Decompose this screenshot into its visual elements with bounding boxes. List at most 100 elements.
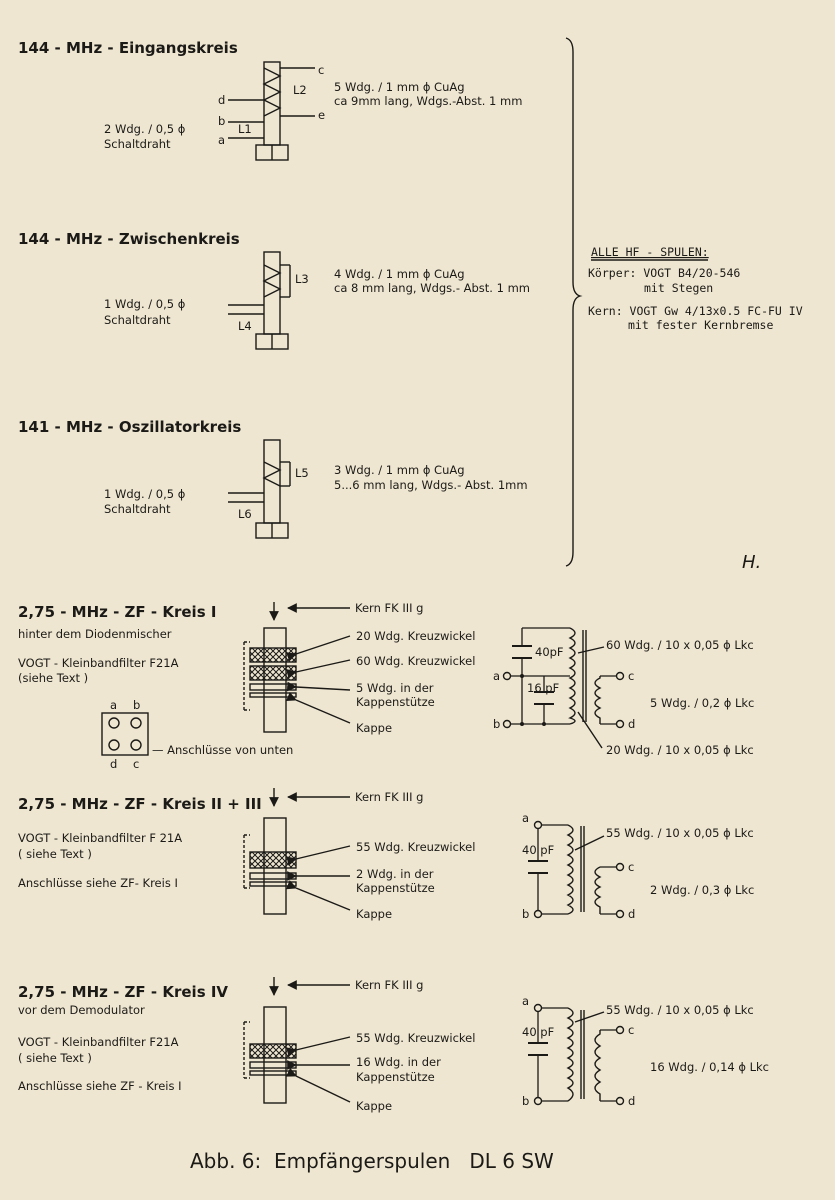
node-d: d (628, 717, 635, 731)
zf-filter-2: (siehe Text ) (18, 671, 88, 685)
terminal-a: a (218, 133, 225, 147)
zf-filter-1: VOGT - Kleinbandfilter F 21A (18, 831, 182, 845)
part-label-2: 2 Wdg. in der (356, 867, 434, 881)
zf-filter-2: ( siehe Text ) (18, 847, 92, 861)
zf-filter-1: VOGT - Kleinbandfilter F21A (18, 1035, 179, 1049)
part-label-4: Kappenstütze (356, 695, 435, 709)
note-line-4: mit fester Kernbremse (628, 318, 773, 332)
cap-label: 40 pF (522, 843, 554, 857)
part-label-2: 60 Wdg. Kreuzwickel (356, 654, 475, 668)
coil-zwischenkreis: 144 - MHz - Zwischenkreis L3 L4 4 Wdg. /… (18, 230, 530, 350)
note-line-1: Körper: VOGT B4/20-546 (588, 266, 740, 280)
zf-connections: Anschlüsse siehe ZF- Kreis I (18, 876, 178, 890)
zf-title: 2,75 - MHz - ZF - Kreis I (18, 603, 216, 621)
part-label-1: 55 Wdg. Kreuzwickel (356, 1031, 475, 1045)
node-b: b (522, 907, 529, 921)
figure-caption: Abb. 6: Empfängerspulen DL 6 SW (190, 1149, 554, 1173)
coil-title: 144 - MHz - Eingangskreis (18, 39, 238, 57)
zf-kreis-4: 2,75 - MHz - ZF - Kreis IV vor dem Demod… (18, 977, 769, 1113)
part-label-3: Kappenstütze (356, 1070, 435, 1084)
pin-b: b (133, 698, 140, 712)
hf-spulen-note: ALLE HF - SPULEN: Körper: VOGT B4/20-546… (588, 245, 803, 332)
initials: H. (742, 552, 761, 573)
part-label-3: Kappenstütze (356, 881, 435, 895)
winding-20 (249, 647, 297, 663)
node-c: c (628, 860, 634, 874)
coupling-spec-1: 1 Wdg. / 0,5 ϕ (104, 297, 185, 311)
zf-kreis-2-3: 2,75 - MHz - ZF - Kreis II + III VOGT - … (18, 788, 754, 921)
node-c: c (628, 1023, 634, 1037)
winding-spec-2: 5...6 mm lang, Wdgs.- Abst. 1mm (334, 478, 528, 492)
terminal-e: e (318, 108, 325, 122)
kern-label: Kern FK III g (355, 601, 423, 615)
brace (565, 37, 583, 567)
cap1-label: 40pF (535, 645, 564, 659)
part-label-4: Kappe (356, 1099, 392, 1113)
part-label-3: 5 Wdg. in der (356, 681, 434, 695)
label-l1: L1 (238, 122, 252, 136)
winding-spec-1: 5 Wdg. / 1 mm ϕ CuAg (334, 80, 465, 94)
zf-connections: Anschlüsse siehe ZF - Kreis I (18, 1079, 182, 1093)
node-b: b (493, 717, 500, 731)
winding-60 (249, 665, 297, 681)
cap2-label: 16 pF (527, 681, 559, 695)
coupling-spec-2: Schaltdraht (104, 137, 171, 151)
winding-spec-1: 4 Wdg. / 1 mm ϕ CuAg (334, 267, 465, 281)
winding-spec-3: 20 Wdg. / 10 x 0,05 ϕ Lkc (606, 743, 754, 757)
winding-2 (249, 872, 297, 880)
coil-title: 144 - MHz - Zwischenkreis (18, 230, 240, 248)
pin-d: d (110, 757, 117, 771)
zf2-schematic: 40 pF a b c d 55 Wdg. / 10 x 0,05 ϕ Lkc … (522, 811, 754, 921)
winding-55 (249, 851, 297, 869)
winding-spec-2: 16 Wdg. / 0,14 ϕ Lkc (650, 1060, 769, 1074)
label-l5: L5 (295, 466, 309, 480)
coil-title: 141 - MHz - Oszillatorkreis (18, 418, 241, 436)
coil-oszillatorkreis: 141 - MHz - Oszillatorkreis L5 L6 3 Wdg.… (18, 418, 528, 539)
kern-label: Kern FK III g (355, 790, 423, 804)
winding-spec-1: 55 Wdg. / 10 x 0,05 ϕ Lkc (606, 1003, 754, 1017)
node-c: c (628, 669, 634, 683)
part-label-2: 16 Wdg. in der (356, 1055, 441, 1069)
zf-subtitle: vor dem Demodulator (18, 1003, 145, 1017)
terminal-b: b (218, 114, 225, 128)
node-b: b (522, 1094, 529, 1108)
coupling-spec-2: Schaltdraht (104, 313, 171, 327)
pins-note: — Anschlüsse von unten (152, 743, 293, 757)
winding-spec-2: ca 8 mm lang, Wdgs.- Abst. 1 mm (334, 281, 530, 295)
part-label-1: 20 Wdg. Kreuzwickel (356, 629, 475, 643)
coupling-spec-1: 2 Wdg. / 0,5 ϕ (104, 122, 185, 136)
node-a: a (522, 994, 529, 1008)
coil-winding (262, 67, 282, 117)
note-line-3: Kern: VOGT Gw 4/13x0.5 FC-FU IV (588, 304, 803, 318)
zf4-schematic: 40 pF a b c d 55 Wdg. / 10 x 0,05 ϕ Lkc … (522, 994, 769, 1108)
zf-kreis-1: 2,75 - MHz - ZF - Kreis I hinter dem Dio… (18, 601, 754, 771)
winding-spec-2: 2 Wdg. / 0,3 ϕ Lkc (650, 883, 754, 897)
winding-spec-1: 55 Wdg. / 10 x 0,05 ϕ Lkc (606, 826, 754, 840)
part-label-1: 55 Wdg. Kreuzwickel (356, 840, 475, 854)
zf-filter-1: VOGT - Kleinbandfilter F21A (18, 656, 179, 670)
coil-winding (262, 461, 282, 487)
coil-winding (262, 264, 282, 298)
winding-5 (249, 683, 297, 691)
note-heading: ALLE HF - SPULEN: (591, 245, 709, 259)
pin-a: a (110, 698, 117, 712)
node-d: d (628, 907, 635, 921)
winding-spec-1: 3 Wdg. / 1 mm ϕ CuAg (334, 463, 465, 477)
terminal-d: d (218, 93, 225, 107)
label-l6: L6 (238, 507, 252, 521)
winding-55 (249, 1043, 297, 1059)
label-l2: L2 (293, 83, 307, 97)
label-l3: L3 (295, 272, 309, 286)
zf1-schematic: 40pF 16 pF a b c d 60 Wdg. / 10 x 0,05 ϕ… (493, 627, 754, 757)
terminal-c: c (318, 63, 324, 77)
winding-spec-1: 60 Wdg. / 10 x 0,05 ϕ Lkc (606, 638, 754, 652)
coil-eingangskreis: 144 - MHz - Eingangskreis c d e b a L2 L… (18, 39, 522, 161)
pin-c: c (133, 757, 139, 771)
node-a: a (522, 811, 529, 825)
winding-spec-2: 5 Wdg. / 0,2 ϕ Lkc (650, 696, 754, 710)
zf-subtitle: hinter dem Diodenmischer (18, 627, 172, 641)
label-l4: L4 (238, 319, 252, 333)
node-a: a (493, 669, 500, 683)
pin-socket (101, 712, 149, 756)
